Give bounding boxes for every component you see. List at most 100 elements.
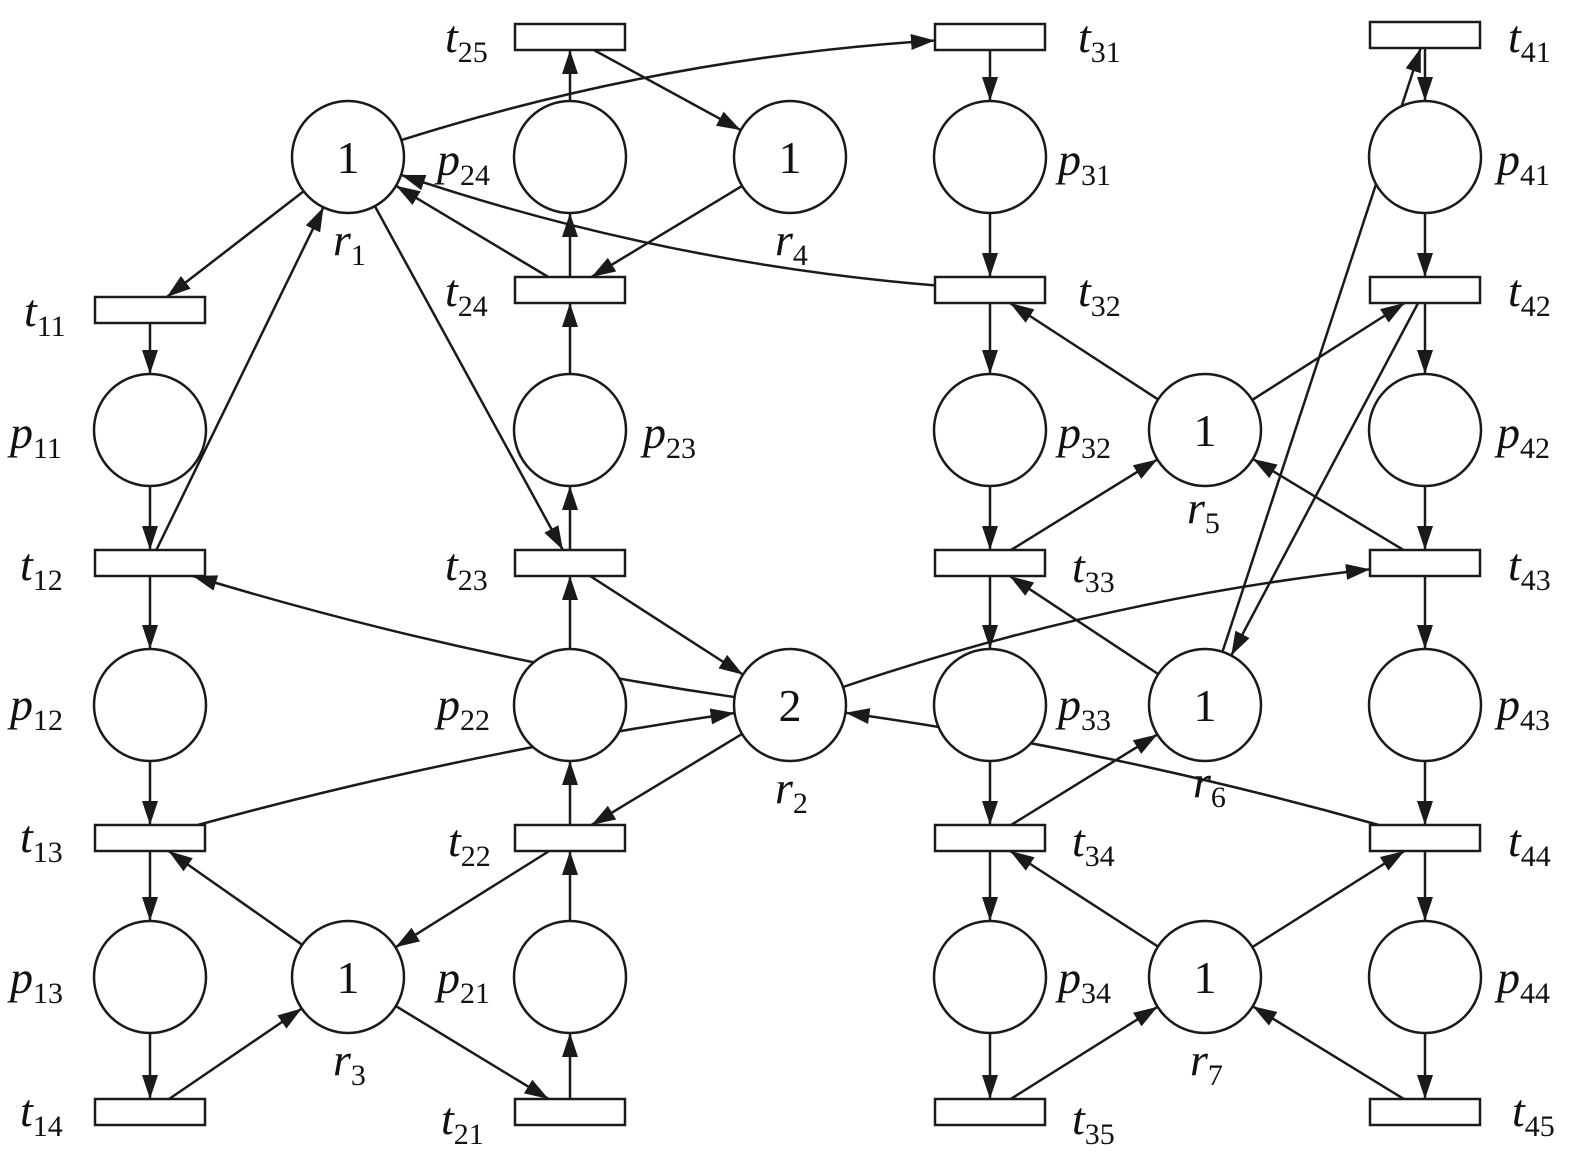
transitions-label-letter: t xyxy=(20,811,34,862)
transition-t44 xyxy=(1368,823,1482,853)
transitions-label-subscript: 23 xyxy=(458,564,488,597)
transition-t13 xyxy=(93,823,207,853)
transitions-label-subscript: 11 xyxy=(37,310,66,343)
transitions-label-letter: t xyxy=(448,815,462,866)
arc-r4-to-t24 xyxy=(590,184,743,279)
resources-label-r3: r3 xyxy=(333,1034,366,1092)
transitions-label-subscript: 31 xyxy=(1091,36,1121,69)
places-label-subscript: 31 xyxy=(1081,159,1111,192)
transitions-label-letter: t xyxy=(445,11,459,62)
places-label-subscript: 13 xyxy=(33,977,63,1010)
places-label-p21: p21 xyxy=(434,952,490,1010)
places-label-p42: p42 xyxy=(1494,407,1550,465)
transitions-label-t35: t35 xyxy=(1072,1093,1115,1151)
places-label-letter: p xyxy=(7,679,33,730)
places-label-p41: p41 xyxy=(1494,134,1550,192)
arc-r1-to-t11 xyxy=(166,190,305,298)
places-label-subscript: 33 xyxy=(1081,704,1111,737)
arc-r7-to-t44 xyxy=(1251,849,1406,949)
places-label-subscript: 32 xyxy=(1081,432,1111,465)
transitions-label-letter: t xyxy=(20,1085,34,1136)
places-label-p34: p34 xyxy=(1055,952,1111,1010)
transitions-label-t25: t25 xyxy=(445,11,488,69)
arc-t13-to-r2 xyxy=(197,708,735,827)
transition-t32 xyxy=(933,275,1047,305)
transitions-label-t42: t42 xyxy=(1508,265,1551,323)
transitions-label-subscript: 22 xyxy=(461,840,491,873)
place-p32 xyxy=(932,372,1048,488)
transitions-label-t23: t23 xyxy=(445,539,488,597)
places-label-letter: p xyxy=(1055,407,1081,458)
places-label-p12: p12 xyxy=(7,679,63,737)
place-p21 xyxy=(512,919,628,1035)
token-count-r7: 1 xyxy=(1194,952,1217,1003)
transitions-label-t44: t44 xyxy=(1508,815,1551,873)
resources-label-letter: r xyxy=(1187,482,1206,533)
resources-label-r2: r2 xyxy=(775,762,808,820)
place-p43 xyxy=(1367,647,1483,763)
transition-t35 xyxy=(933,1097,1047,1127)
arc-t33-to-r5 xyxy=(1010,458,1159,552)
transition-t22 xyxy=(513,823,627,853)
place-p31 xyxy=(932,99,1048,215)
transition-t21 xyxy=(513,1097,627,1127)
transitions-label-letter: t xyxy=(1508,11,1522,62)
places-label-letter: p xyxy=(434,134,460,185)
resources-label-subscript: 2 xyxy=(793,787,808,820)
transitions-label-t31: t31 xyxy=(1078,11,1121,69)
arc-r2-to-t22 xyxy=(590,732,743,827)
transitions-label-subscript: 45 xyxy=(1525,1110,1555,1143)
places-label-subscript: 22 xyxy=(460,704,490,737)
places-label-letter: p xyxy=(434,952,460,1003)
transitions-label-t32: t32 xyxy=(1078,265,1121,323)
arc-r6-to-t33 xyxy=(1008,574,1159,676)
places-label-letter: p xyxy=(640,407,666,458)
arc-t24-to-r1 xyxy=(395,184,549,279)
places-label-p23: p23 xyxy=(640,407,696,465)
transition-t33 xyxy=(933,548,1047,578)
transitions-label-letter: t xyxy=(1508,265,1522,316)
places-label-p44: p44 xyxy=(1494,952,1550,1010)
resources-label-subscript: 4 xyxy=(793,239,808,272)
arc-r3-to-t13 xyxy=(167,849,303,946)
place-p22 xyxy=(512,647,628,763)
transitions-label-t12: t12 xyxy=(20,539,63,597)
transition-t31 xyxy=(933,22,1047,52)
token-count-r3: 1 xyxy=(337,952,360,1003)
places-label-letter: p xyxy=(7,952,33,1003)
places-label-subscript: 34 xyxy=(1081,977,1111,1010)
places-label-letter: p xyxy=(1055,679,1081,730)
resource-place-r2 xyxy=(732,647,848,763)
arc-r2-to-t12 xyxy=(192,574,735,699)
resources-label-letter: r xyxy=(333,214,352,265)
token-count-r5: 1 xyxy=(1194,405,1217,456)
token-count-r6: 1 xyxy=(1194,680,1217,731)
resources-label-letter: r xyxy=(333,1034,352,1085)
place-p44 xyxy=(1367,919,1483,1035)
resource-place-r3 xyxy=(290,919,406,1035)
places-label-p13: p13 xyxy=(7,952,63,1010)
transitions-label-subscript: 33 xyxy=(1085,566,1115,599)
transition-t45 xyxy=(1368,1097,1482,1127)
transitions-label-t45: t45 xyxy=(1512,1085,1555,1143)
places-label-letter: p xyxy=(1494,407,1520,458)
transitions-label-subscript: 12 xyxy=(33,564,63,597)
transition-t34 xyxy=(933,823,1047,853)
arc-r5-to-t42 xyxy=(1251,301,1406,401)
transitions-label-letter: t xyxy=(445,539,459,590)
arcs-layer xyxy=(142,33,1433,1101)
resources-label-subscript: 3 xyxy=(351,1059,366,1092)
transitions-label-letter: t xyxy=(1078,11,1092,62)
arc-r1-to-t31 xyxy=(401,33,936,142)
transition-t11 xyxy=(93,295,207,325)
place-p33 xyxy=(932,647,1048,763)
resources-label-subscript: 7 xyxy=(1208,1059,1223,1092)
transitions-label-letter: t xyxy=(24,285,38,336)
resources-label-r1: r1 xyxy=(333,214,366,272)
arc-t43-to-r5 xyxy=(1252,457,1405,552)
transitions-label-t14: t14 xyxy=(20,1085,63,1143)
resources-label-r7: r7 xyxy=(1190,1034,1223,1092)
transition-t23 xyxy=(513,548,627,578)
places-label-subscript: 11 xyxy=(33,432,62,465)
places-label-letter: p xyxy=(7,407,33,458)
